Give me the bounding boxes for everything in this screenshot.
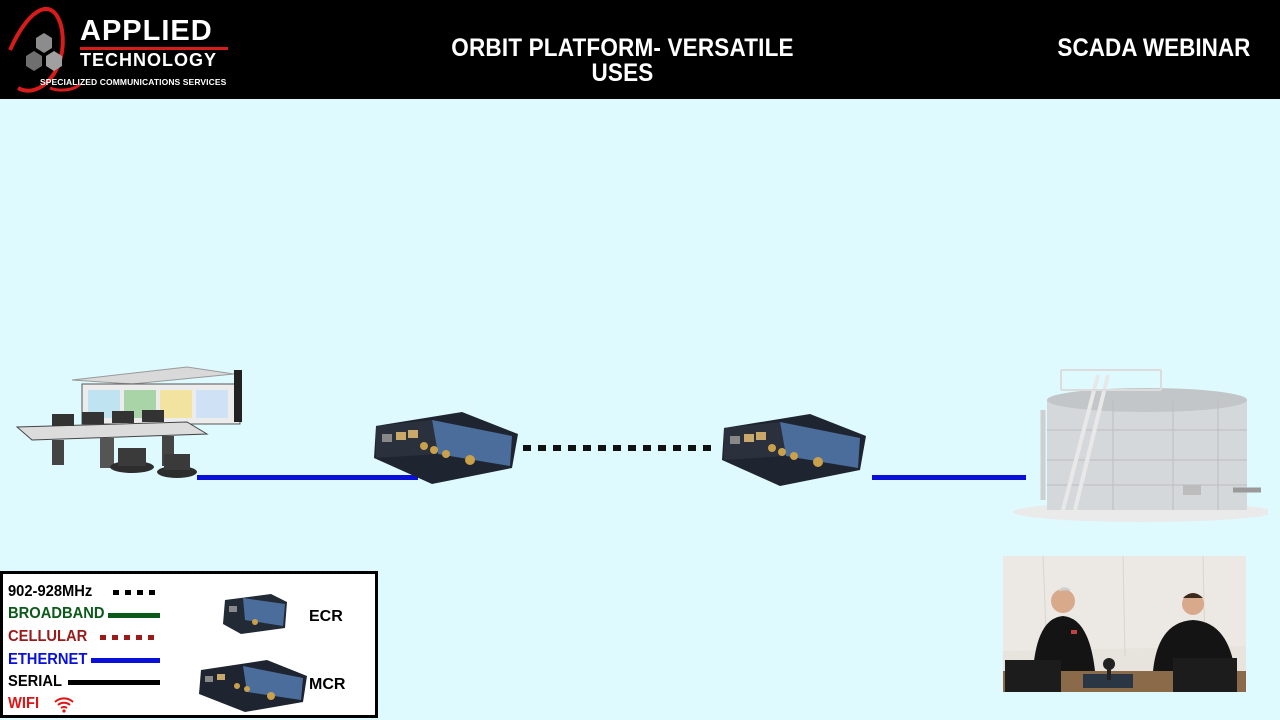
- legend-item-serial: SERIAL: [8, 672, 67, 692]
- legend-line-broadband: [108, 613, 160, 618]
- logo-rule: [80, 47, 228, 50]
- company-logo: APPLIED TECHNOLOGY SPECIALIZED COMMUNICA…: [0, 0, 240, 99]
- wifi-icon: [54, 697, 74, 713]
- legend-line-serial: [68, 680, 160, 685]
- legend-line-900mhz: [113, 590, 161, 595]
- logo-tagline: SPECIALIZED COMMUNICATIONS SERVICES: [40, 77, 227, 87]
- legend-line-cellular: [100, 635, 160, 640]
- legend-item-ethernet: ETHERNET: [8, 650, 94, 670]
- mcr-radio-left: [374, 412, 518, 484]
- ecr-device-icon: [223, 594, 287, 634]
- presenter-video-frame: [1003, 556, 1246, 692]
- radio-link-900mhz: [523, 445, 718, 451]
- legend-line-ethernet: [91, 658, 160, 663]
- legend-label: 902-928MHz: [8, 583, 93, 600]
- mcr-device-icon: [199, 660, 307, 712]
- legend-label: BROADBAND: [8, 605, 105, 622]
- legend-label: WIFI: [8, 695, 40, 712]
- legend-label: SERIAL: [8, 673, 62, 690]
- control-room-image: [15, 366, 242, 478]
- legend-item-cellular: CELLULAR: [8, 627, 94, 647]
- presenter-video: [1003, 556, 1246, 692]
- ethernet-link-left: [197, 475, 418, 480]
- logo-mark-icon: [8, 7, 82, 93]
- header-bar: APPLIED TECHNOLOGY SPECIALIZED COMMUNICA…: [0, 0, 1280, 99]
- mcr-radio-right: [722, 414, 866, 486]
- legend-item-wifi: WIFI: [8, 694, 42, 714]
- slide-title: ORBIT PLATFORM- VERSATILE USES: [451, 34, 794, 87]
- logo-name-2: TECHNOLOGY: [80, 50, 218, 70]
- legend-label: CELLULAR: [8, 628, 88, 645]
- legend-item-900mhz: 902-928MHz: [8, 582, 100, 602]
- ethernet-link-right: [872, 475, 1026, 480]
- legend-box: 902-928MHz BROADBAND CELLULAR ETHERNET S…: [0, 571, 378, 718]
- ecr-label: ECR: [309, 608, 343, 625]
- mcr-label: MCR: [309, 676, 346, 693]
- water-tank-image: [1013, 369, 1268, 522]
- legend-item-broadband: BROADBAND: [8, 604, 113, 624]
- webinar-title: SCADA WEBINAR: [1057, 34, 1250, 62]
- legend-label: ETHERNET: [8, 651, 88, 668]
- logo-name: APPLIED: [80, 15, 213, 47]
